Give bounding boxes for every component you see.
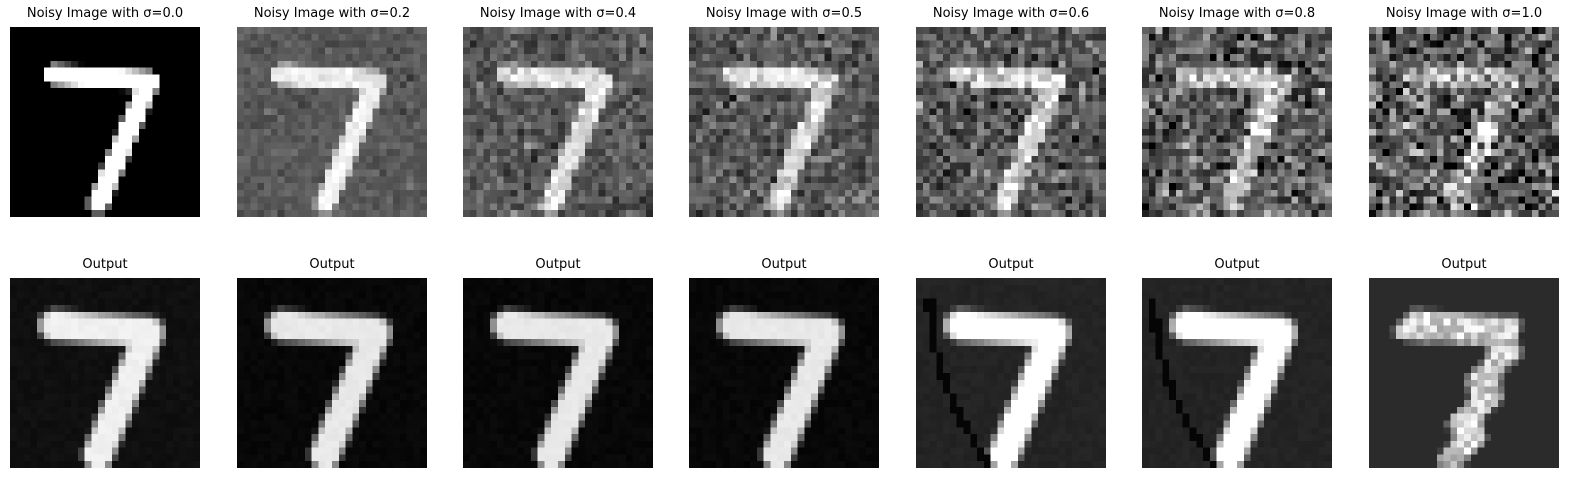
output-image xyxy=(1369,278,1559,468)
noisy-panel-title: Noisy Image with σ=0.4 xyxy=(479,6,637,21)
noisy-panel: Noisy Image with σ=0.2 xyxy=(237,6,427,218)
noisy-image xyxy=(463,27,653,217)
noisy-panel-title: Noisy Image with σ=0.8 xyxy=(1158,6,1316,21)
output-image xyxy=(463,278,653,468)
noisy-image xyxy=(689,27,879,217)
noisy-panel-title: Noisy Image with σ=0.5 xyxy=(705,6,863,21)
output-panel-title: Output xyxy=(82,257,128,272)
output-image xyxy=(689,278,879,468)
output-panel: Output xyxy=(237,257,427,469)
noisy-image xyxy=(1142,27,1332,217)
output-image xyxy=(10,278,200,468)
noisy-panel-title: Noisy Image with σ=0.6 xyxy=(932,6,1090,21)
output-panel: Output xyxy=(689,257,879,469)
output-panel-title: Output xyxy=(1214,257,1260,272)
noisy-image xyxy=(10,27,200,217)
noisy-panel: Noisy Image with σ=0.8 xyxy=(1142,6,1332,218)
noisy-image xyxy=(1369,27,1559,217)
output-panel: Output xyxy=(10,257,200,469)
output-panel: Output xyxy=(1142,257,1332,469)
output-panel-title: Output xyxy=(535,257,581,272)
noisy-panel: Noisy Image with σ=0.4 xyxy=(463,6,653,218)
noisy-panel: Noisy Image with σ=0.5 xyxy=(689,6,879,218)
output-image xyxy=(237,278,427,468)
output-panel-title: Output xyxy=(761,257,807,272)
noisy-panel-title: Noisy Image with σ=0.2 xyxy=(253,6,411,21)
output-panel-title: Output xyxy=(1441,257,1487,272)
noisy-panel-title: Noisy Image with σ=1.0 xyxy=(1385,6,1543,21)
noisy-image xyxy=(237,27,427,217)
output-image xyxy=(916,278,1106,468)
output-panel-title: Output xyxy=(309,257,355,272)
noisy-image xyxy=(916,27,1106,217)
noisy-panel: Noisy Image with σ=0.0 xyxy=(10,6,200,218)
output-image xyxy=(1142,278,1332,468)
output-panel: Output xyxy=(1369,257,1559,469)
output-panel-title: Output xyxy=(988,257,1034,272)
output-panel: Output xyxy=(916,257,1106,469)
output-panel: Output xyxy=(463,257,653,469)
noisy-panel: Noisy Image with σ=1.0 xyxy=(1369,6,1559,218)
noisy-panel: Noisy Image with σ=0.6 xyxy=(916,6,1106,218)
noisy-panel-title: Noisy Image with σ=0.0 xyxy=(26,6,184,21)
